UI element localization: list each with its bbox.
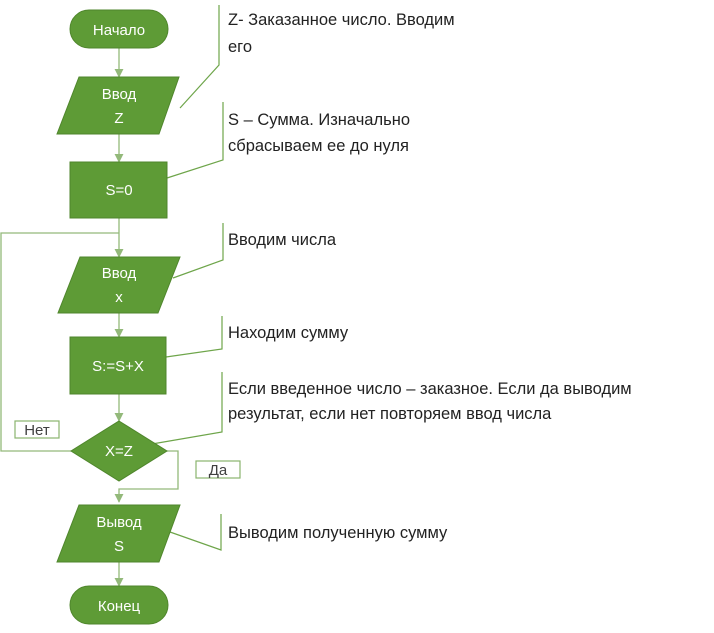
comment-c5-line2: результат, если нет повторяем ввод числа <box>228 405 552 423</box>
node-output-s-line2: S <box>114 538 124 555</box>
node-input-z-line1: Ввод <box>102 86 137 103</box>
connectors <box>0 48 179 587</box>
bracket-c6 <box>169 514 222 551</box>
comment-c3-line1: Вводим числа <box>228 231 337 249</box>
comment-c1-line1: Z- Заказанное число. Вводим <box>228 11 455 29</box>
parallelogram-output-s <box>56 504 181 563</box>
node-set-s: S=0 <box>69 161 168 219</box>
node-input-x: Ввод x <box>57 256 181 314</box>
bracket-c1 <box>179 5 220 109</box>
process-sum <box>69 336 167 395</box>
bracket-c4 <box>165 316 223 358</box>
branch-label-yes-text: Да <box>209 462 228 479</box>
terminator-start <box>69 9 169 49</box>
branch-label-yes: Да <box>195 460 241 479</box>
node-decision: X=Z <box>70 420 168 482</box>
node-decision-label: X=Z <box>105 443 133 460</box>
node-input-z: Ввод Z <box>56 76 180 135</box>
comment-c5: Если введенное число – заказное. Если да… <box>228 380 632 423</box>
node-input-x-line1: Ввод <box>102 265 137 282</box>
comment-c1-line2: его <box>228 38 252 56</box>
comment-c6: Выводим полученную сумму <box>228 524 448 542</box>
comment-c4: Находим сумму <box>228 324 349 342</box>
parallelogram-input-x <box>57 256 181 314</box>
node-input-z-line2: Z <box>114 110 123 127</box>
connector-decision-no-loop <box>0 232 119 452</box>
node-sum: S:=S+X <box>69 336 167 395</box>
node-end: Конец <box>69 585 169 625</box>
parallelogram-input-z <box>56 76 180 135</box>
node-input-x-line2: x <box>115 289 123 306</box>
branch-label-no-text: Нет <box>24 422 50 439</box>
comment-c6-line1: Выводим полученную сумму <box>228 524 448 542</box>
branch-label-no: Нет <box>14 420 60 439</box>
bracket-c2 <box>166 102 224 179</box>
comment-c2: S – Сумма. Изначально сбрасываем ее до н… <box>228 111 410 155</box>
node-sum-label: S:=S+X <box>92 358 144 375</box>
node-start-label: Начало <box>93 22 145 39</box>
comment-c3: Вводим числа <box>228 231 337 249</box>
comment-c5-line1: Если введенное число – заказное. Если да… <box>228 380 632 398</box>
branch-label-no-box <box>14 420 60 439</box>
diamond-decision <box>70 420 168 482</box>
node-output-s-line1: Вывод <box>96 514 142 531</box>
bracket-c5 <box>151 372 223 445</box>
comment-c2-line2: сбрасываем ее до нуля <box>228 137 409 155</box>
terminator-end <box>69 585 169 625</box>
branch-label-yes-box <box>195 460 241 479</box>
comment-c1: Z- Заказанное число. Вводим его <box>228 11 455 56</box>
bracket-c3 <box>172 223 224 279</box>
node-output-s: Вывод S <box>56 504 181 563</box>
node-start: Начало <box>69 9 169 49</box>
comment-c4-line1: Находим сумму <box>228 324 349 342</box>
process-set-s <box>69 161 168 219</box>
connector-decision-yes <box>114 450 179 503</box>
comment-c2-line1: S – Сумма. Изначально <box>228 111 410 129</box>
comment-brackets <box>151 5 224 551</box>
node-end-label: Конец <box>98 598 141 615</box>
node-set-s-label: S=0 <box>105 182 132 199</box>
